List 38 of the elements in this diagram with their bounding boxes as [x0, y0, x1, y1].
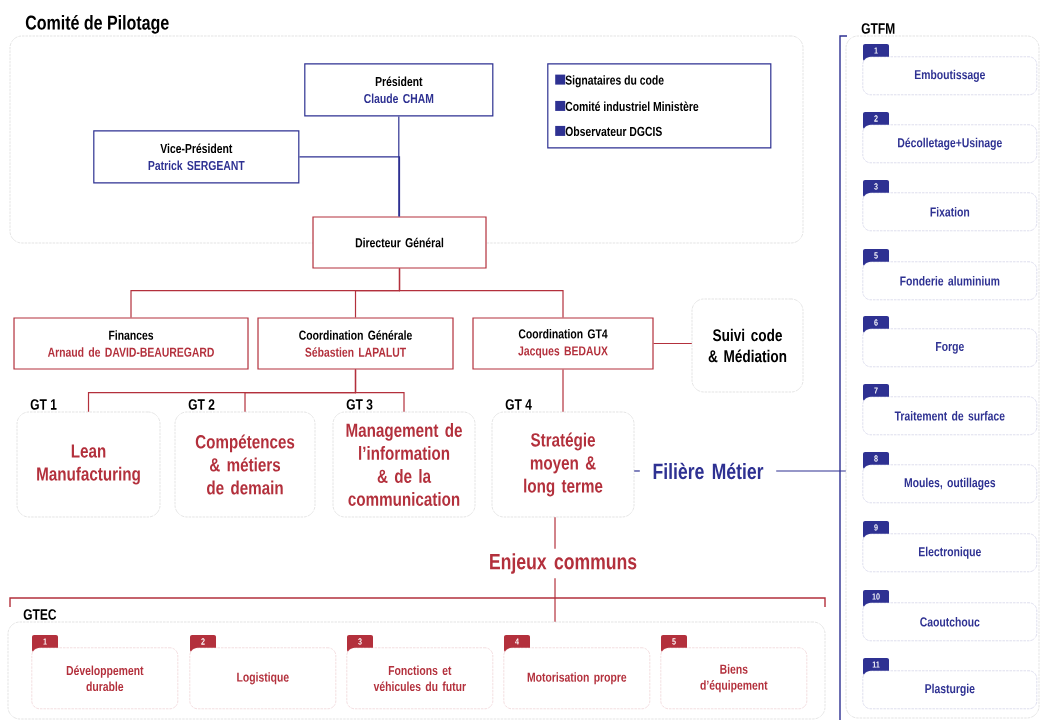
group-heading: GT 1	[30, 399, 57, 410]
item-box: Forge	[862, 328, 1037, 367]
org-box: Président Claude CHAM	[304, 63, 494, 117]
list-item: Observateur DGCIS	[555, 125, 662, 137]
item-box: Plasturgie	[862, 670, 1037, 709]
group-heading: GTFM	[861, 23, 895, 34]
group-box: Management de l’information & de la communication	[332, 411, 476, 518]
item-box: Motorisation propre	[503, 647, 650, 709]
item-box: Caoutchouc	[862, 602, 1037, 641]
item-box: Emboutissage	[862, 56, 1037, 95]
item-box: Développement durable	[31, 647, 178, 709]
item-box: Biens d’équipement	[660, 647, 807, 709]
group-box: Compétences & métiers de demain	[174, 411, 316, 518]
org-box: Coordination GT4 Jacques BEDAUX	[472, 317, 654, 370]
rounded-box: Suivi code & Médiation	[691, 298, 804, 393]
item-box: Moules, outillages	[862, 464, 1037, 503]
item-box: Electronique	[862, 533, 1037, 572]
group-heading: GT 2	[188, 399, 215, 410]
branch-label: Enjeux communs	[490, 553, 637, 574]
list-item: Comité industriel Ministère	[555, 100, 699, 112]
group-box: Lean Manufacturing	[16, 411, 161, 518]
group-heading: GT 3	[346, 399, 373, 410]
item-box: Décolletage+Usinage	[862, 124, 1037, 163]
group-heading: GT 4	[505, 399, 532, 410]
branch-label: Filière Métier	[653, 462, 764, 480]
group-heading: GTEC	[23, 609, 57, 620]
list-item: Signataires du code	[555, 74, 664, 88]
org-box: Coordination Générale Sébastien LAPALUT	[257, 317, 454, 370]
group-box: Stratégie moyen & long terme	[491, 411, 635, 518]
item-box: Fonderie aluminium	[862, 261, 1037, 300]
group-heading: Comité de Pilotage	[25, 14, 169, 34]
item-box: Traitement de surface	[862, 396, 1037, 435]
item-box: Logistique	[189, 647, 336, 709]
org-box: Finances Arnaud de DAVID-BEAUREGARD	[13, 317, 249, 370]
item-box: Fonctions et véhicules du futur	[346, 647, 493, 709]
item-box: Fixation	[862, 192, 1037, 231]
org-box: Vice-Président Patrick SERGEANT	[93, 130, 300, 184]
org-box: Directeur Général	[312, 216, 487, 269]
